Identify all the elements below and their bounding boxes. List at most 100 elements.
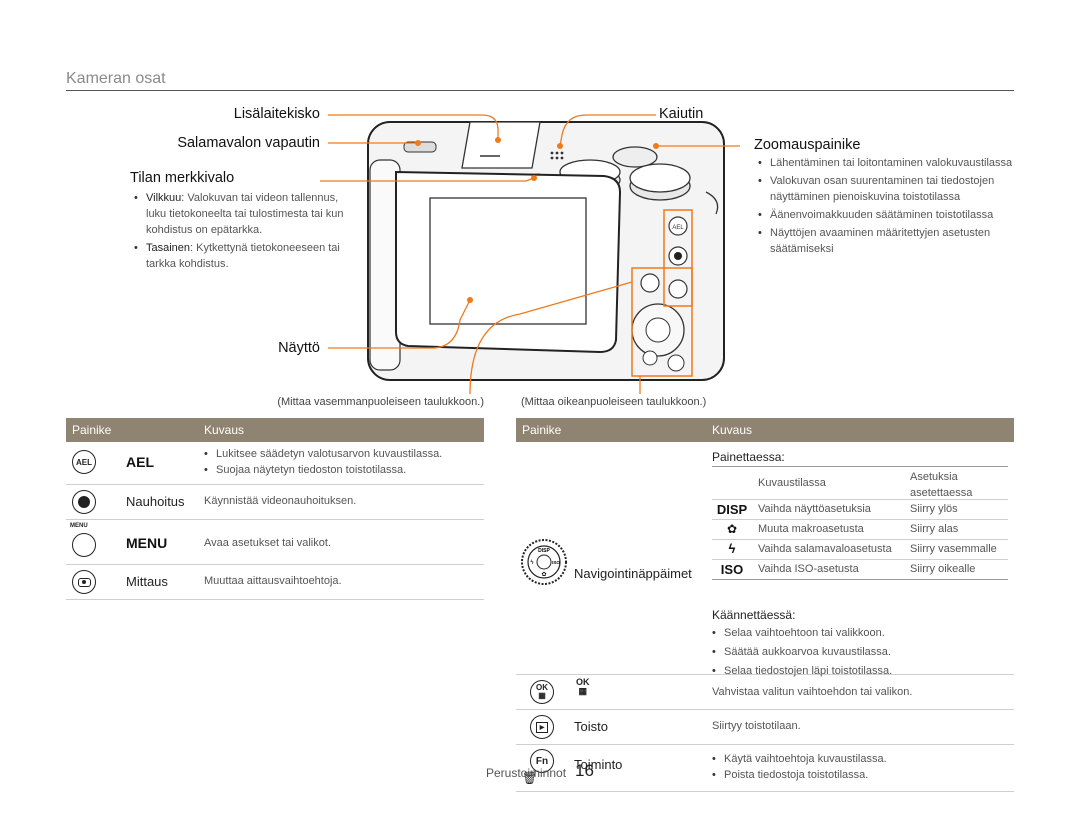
nav-subtable: Kuvaustilassa Asetuksia asetettaessa DIS… (712, 466, 1008, 580)
table-row: MENU MENU Avaa asetukset tai valikot. (66, 520, 484, 564)
status-lamp-list: Vilkkuu: Valokuvan tai videon tallennus,… (134, 190, 344, 272)
row-name: MENU (126, 535, 168, 551)
row-name: Toiminto (574, 757, 623, 772)
zoom-list: Lähentäminen tai loitontaminen valokuvau… (758, 155, 1014, 257)
svg-text:AEL: AEL (672, 225, 684, 231)
desc-item: Suojaa näytetyn tiedoston toistotilassa. (204, 462, 484, 478)
caption-right: (Mittaa oikeanpuoleiseen taulukkoon.) (521, 396, 707, 408)
row-desc: Vahvistaa valitun vaihtoehdon tai valiko… (712, 686, 913, 698)
zoom-item: Valokuvan osan suurentaminen tai tiedost… (758, 173, 1014, 205)
macro-icon: ✿ (726, 522, 738, 536)
subtable-header: Kuvaustilassa Asetuksia asetettaessa (712, 467, 1008, 499)
header-divider (66, 90, 1014, 91)
row-name: Toisto (574, 719, 608, 734)
col-header-description: Kuvaus (204, 423, 245, 437)
camera-illustration: AEL (320, 114, 740, 395)
row-divider (66, 484, 484, 485)
row-divider (516, 744, 1014, 745)
sub-shoot: Muuta makroasetusta (758, 523, 864, 535)
sub-set: Siirry vasemmalle (910, 543, 997, 555)
zoom-item: Näyttöjen avaaminen määritettyjen asetus… (758, 225, 1014, 257)
row-name: Mittaus (126, 574, 168, 589)
row-divider (66, 519, 484, 520)
row-name: Navigointinäppäimet (574, 566, 692, 581)
row-desc: Lukitsee säädetyn valotusarvon kuvaustil… (204, 446, 484, 478)
row-name: AEL (126, 454, 154, 470)
subtable-row: DISP Vaihda näyttöasetuksia Siirry ylös (712, 500, 1008, 519)
status-lamp-item: Vilkkuu: Valokuvan tai videon tallennus,… (134, 190, 344, 238)
ok-icon: OK▦ (530, 680, 554, 704)
left-table-header: Painike Kuvaus (66, 418, 484, 442)
turning-item: Selaa tiedostojen läpi toistotilassa. (712, 662, 1008, 681)
table-row: Fn 🗑 Toiminto Käytä vaihtoehtoja kuvaust… (516, 745, 1014, 791)
sub-set: Siirry ylös (910, 503, 958, 515)
row-divider (712, 466, 1008, 467)
subtable-row: ✿ Muuta makroasetusta Siirry alas (712, 520, 1008, 539)
ael-icon: AEL (72, 450, 96, 474)
table-row: Nauhoitus Käynnistää videonauhoituksen. (66, 485, 484, 519)
right-table: Painike Kuvaus DISP ✿ ϟ ISO Navigointinä… (516, 418, 1014, 792)
turning-item: Säätää aukkoarvoa kuvaustilassa. (712, 643, 1008, 662)
row-desc: Siirtyy toistotilaan. (712, 720, 801, 732)
sub-shoot: Vaihda ISO-asetusta (758, 563, 859, 575)
table-row-navigation: DISP ✿ ϟ ISO Navigointinäppäimet Painett… (516, 442, 1014, 681)
row-divider (712, 559, 1008, 560)
row-desc: Käynnistää videonauhoituksen. (204, 495, 357, 507)
row-desc: Muuttaa aittausvaihtoehtoja. (204, 575, 342, 587)
callout-flash-release: Salamavalon vapautin (177, 135, 320, 151)
col-header-button: Painike (522, 423, 562, 437)
callout-zoom-button: Zoomauspainike (754, 137, 861, 153)
row-divider (712, 539, 1008, 540)
subcol-settings: Asetuksia asetettaessa (910, 471, 973, 499)
menu-icon (72, 533, 96, 557)
row-divider (516, 791, 1014, 792)
col-header-button: Painike (72, 423, 112, 437)
zoom-item: Äänenvoimakkuuden säätäminen toistotilas… (758, 207, 1014, 223)
ok-delete-icon: OK▦ (576, 677, 590, 696)
table-row: Mittaus Muuttaa aittausvaihtoehtoja. (66, 565, 484, 599)
callout-status-lamp: Tilan merkkivalo (130, 170, 235, 186)
menu-icon-caption: MENU (70, 523, 88, 529)
turning-label: Käännettäessä: (712, 608, 796, 622)
disp-icon: DISP (716, 502, 748, 517)
fn-icon: Fn (530, 749, 554, 773)
caption-left: (Mittaa vasemmanpuoleiseen taulukkoon.) (277, 396, 484, 408)
subtable-row: ISO Vaihda ISO-asetusta Siirry oikealle (712, 560, 1008, 579)
turning-list: Selaa vaihtoehtoon tai valikkoon. Säätää… (712, 624, 1008, 681)
subtable-row: ϟ Vaihda salamavaloasetusta Siirry vasem… (712, 540, 1008, 559)
row-divider (712, 579, 1008, 580)
row-desc: Käytä vaihtoehtoja kuvaustilassa. Poista… (712, 751, 887, 783)
desc-item: Lukitsee säädetyn valotusarvon kuvaustil… (204, 446, 484, 462)
row-divider (66, 564, 484, 565)
zoom-item: Lähentäminen tai loitontaminen valokuvau… (758, 155, 1014, 171)
table-row: AEL AEL Lukitsee säädetyn valotusarvon k… (66, 442, 484, 484)
trash-icon: 🗑 (522, 771, 538, 785)
right-table-header: Painike Kuvaus (516, 418, 1014, 442)
page-title: Kameran osat (66, 70, 166, 87)
sub-shoot: Vaihda salamavaloasetusta (758, 543, 892, 555)
desc-item: Poista tiedostoja toistotilassa. (712, 767, 887, 783)
left-table: Painike Kuvaus AEL AEL Lukitsee säädetyn… (66, 418, 484, 600)
table-row: OK▦ OK▦ Vahvistaa valitun vaihtoehdon ta… (516, 675, 1014, 709)
callout-display: Näyttö (278, 340, 320, 356)
record-icon (72, 490, 96, 514)
iso-icon: ISO (720, 562, 744, 577)
row-divider (516, 709, 1014, 710)
nav-dial-icon: DISP ✿ ϟ ISO (521, 539, 567, 585)
status-lamp-item: Tasainen: Kytkettynä tietokoneeseen tai … (134, 240, 344, 272)
page-number: 16 (575, 761, 594, 780)
pressing-label: Painettaessa: (712, 450, 785, 464)
footer-section: Perustoiminnot (486, 766, 567, 780)
turning-item: Selaa vaihtoehtoon tai valikkoon. (712, 624, 1008, 643)
sub-set: Siirry oikealle (910, 563, 976, 575)
desc-item: Käytä vaihtoehtoja kuvaustilassa. (712, 751, 887, 767)
subcol-shooting: Kuvaustilassa (758, 477, 826, 489)
table-row: ▶ Toisto Siirtyy toistotilaan. (516, 710, 1014, 744)
callout-speaker: Kaiutin (659, 106, 704, 122)
row-divider (712, 519, 1008, 520)
callout-accessory-shoe: Lisälaitekisko (233, 106, 320, 122)
row-divider (712, 499, 1008, 500)
sub-shoot: Vaihda näyttöasetuksia (758, 503, 871, 515)
svg-text:DISP: DISP (538, 548, 550, 554)
row-divider (66, 599, 484, 600)
